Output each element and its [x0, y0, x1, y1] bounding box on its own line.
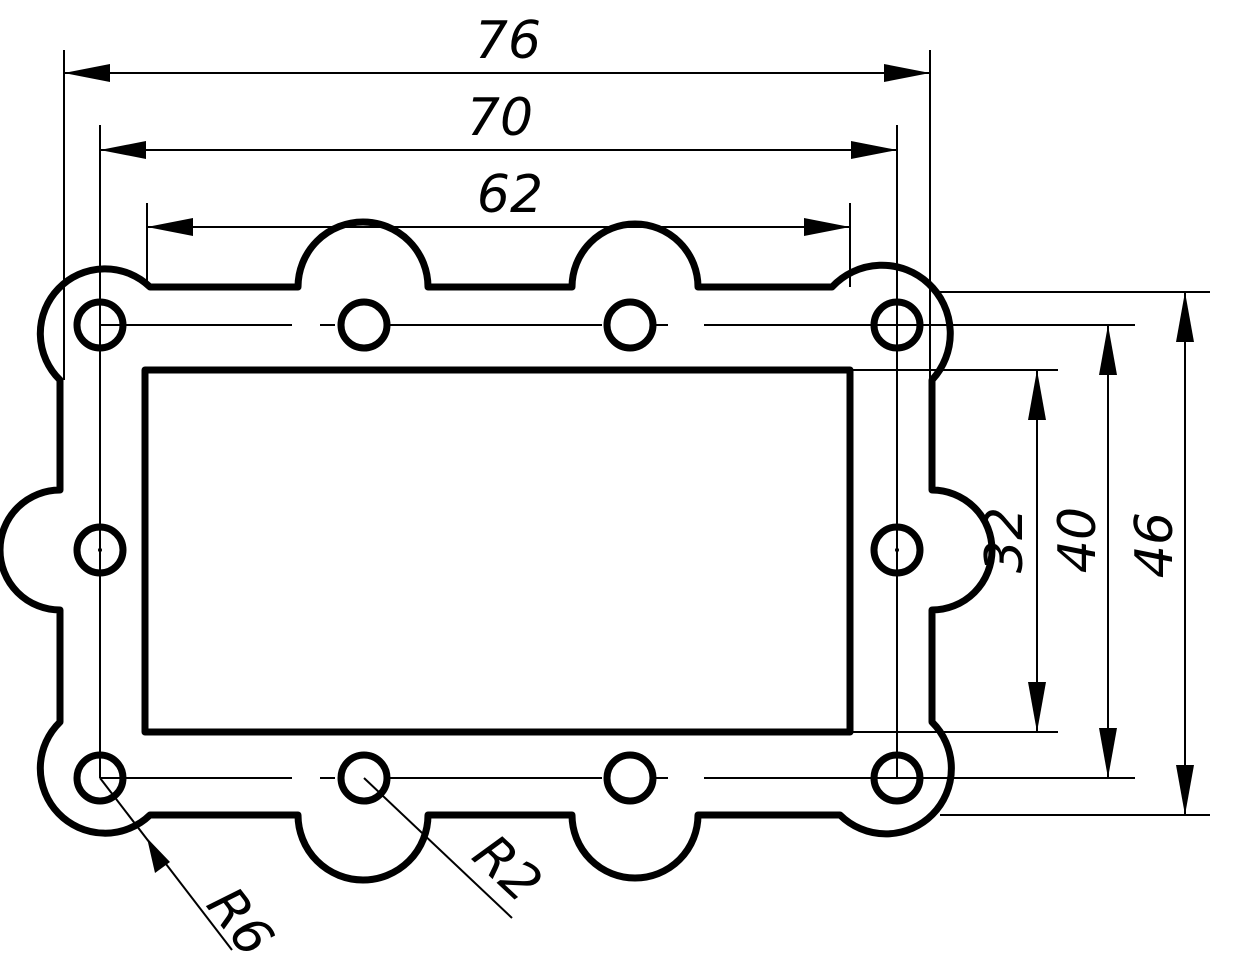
- leader-hole-radius: R2: [363, 777, 553, 919]
- bolt-hole: [73, 751, 127, 805]
- dim-label-76: 76: [475, 11, 541, 71]
- dim-label-r2: R2: [461, 824, 553, 915]
- outer-profile: [0, 218, 996, 884]
- dim-label-32: 32: [975, 507, 1035, 573]
- dimension-hole-pitch-width: 70: [100, 88, 897, 159]
- dimension-opening-width: 62: [147, 165, 850, 236]
- bolt-hole: [337, 298, 391, 352]
- dim-label-46: 46: [1125, 512, 1185, 578]
- dimension-overall-height: 46: [1125, 292, 1194, 815]
- bolt-hole: [603, 298, 657, 352]
- extension-lines: [63, 50, 1210, 816]
- hole-center-dots: [98, 548, 899, 552]
- dimension-opening-height: 32: [975, 370, 1046, 732]
- dim-label-r6: R6: [195, 876, 285, 967]
- dim-label-62: 62: [477, 165, 543, 225]
- leader-outer-radius: R6: [99, 777, 285, 968]
- dim-label-70: 70: [467, 88, 533, 148]
- bolt-hole: [603, 751, 657, 805]
- bolt-hole: [870, 751, 924, 805]
- bolt-hole: [870, 298, 924, 352]
- dim-label-40: 40: [1048, 507, 1108, 573]
- bolt-hole: [73, 523, 127, 577]
- bolt-hole: [337, 751, 391, 805]
- dimension-hole-pitch-height: 40: [1048, 325, 1117, 778]
- inner-opening: [141, 366, 854, 736]
- bolt-hole: [73, 298, 127, 352]
- bolt-holes: [73, 298, 924, 805]
- dimension-overall-width: 76: [64, 11, 930, 82]
- bolt-hole: [870, 523, 924, 577]
